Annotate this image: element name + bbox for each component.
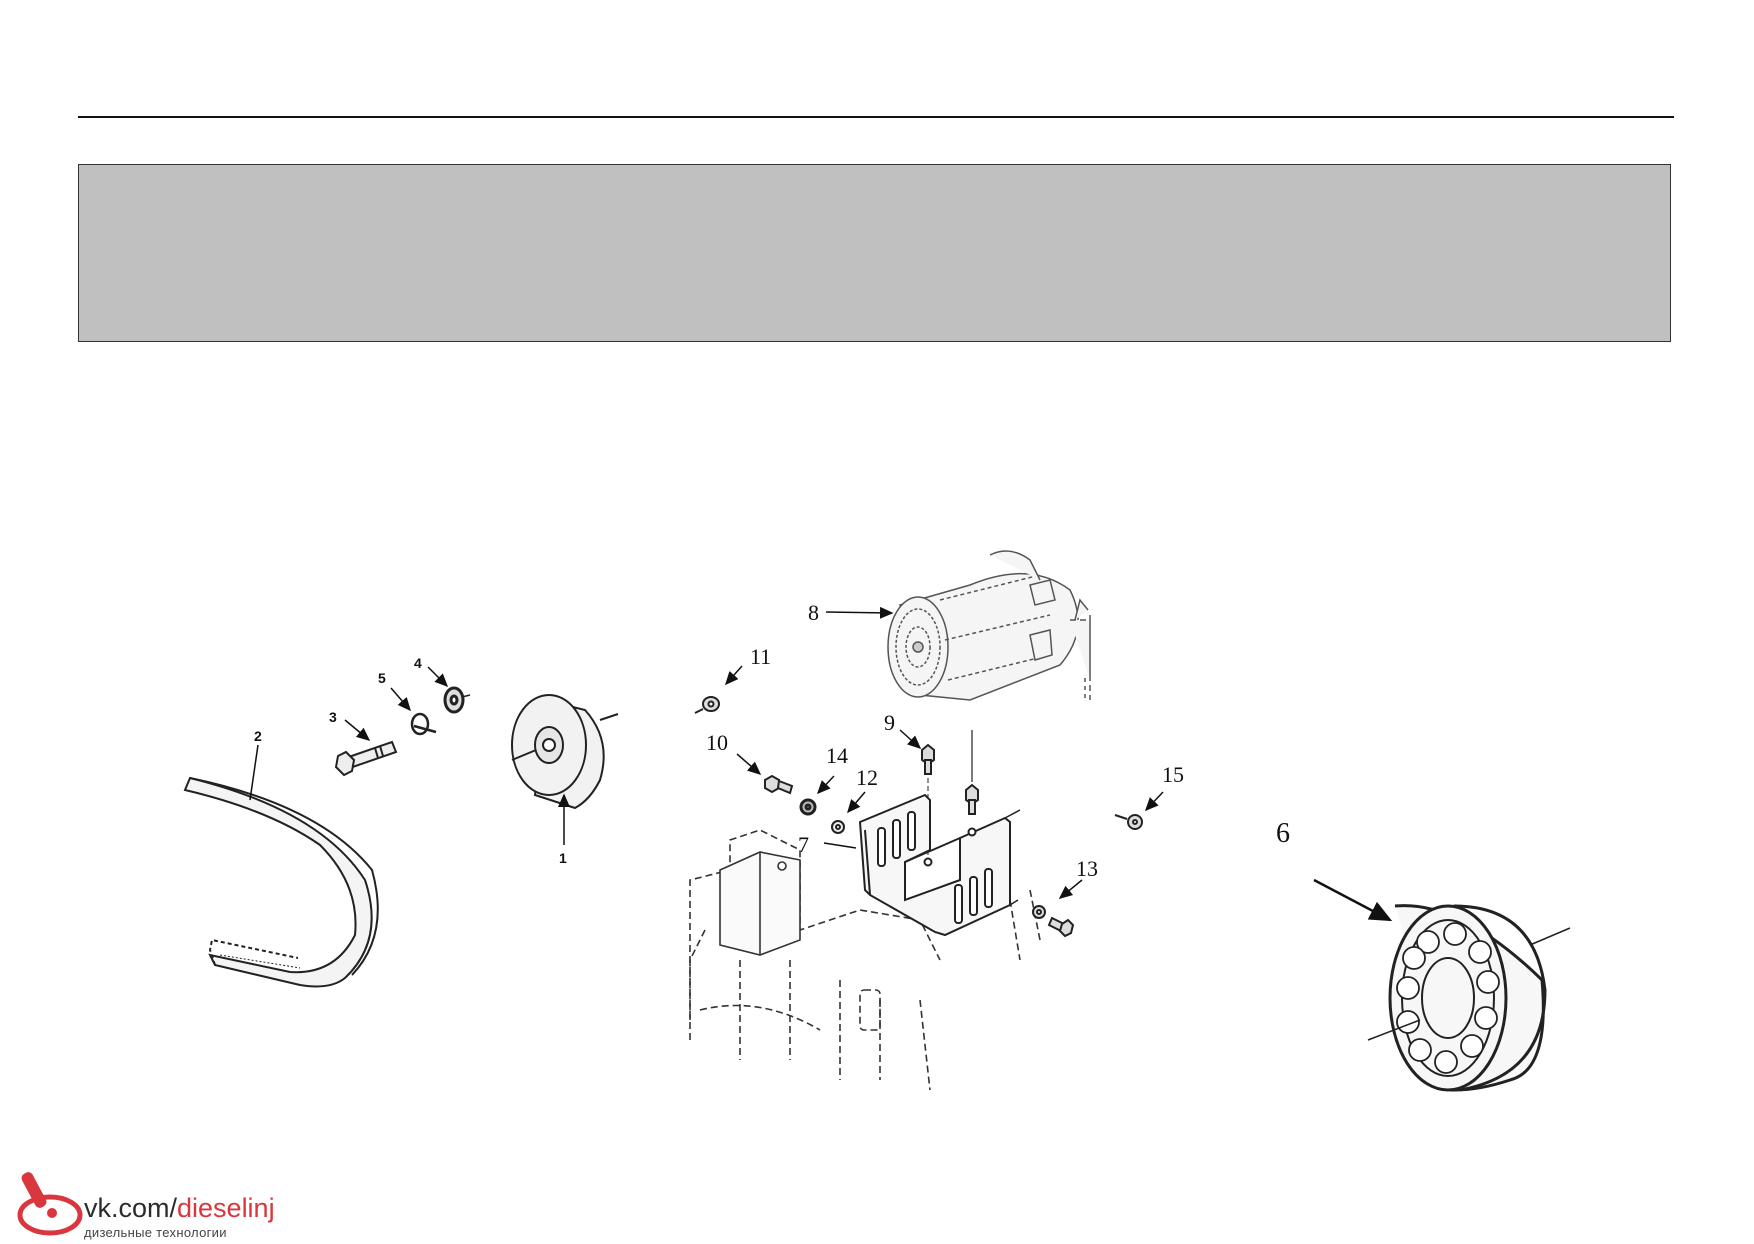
pulley-part bbox=[511, 694, 619, 810]
watermark-highlight: dieselinj bbox=[177, 1193, 275, 1223]
bracket-part bbox=[858, 793, 1021, 937]
callout-15: 15 bbox=[1162, 762, 1184, 787]
callout-5: 5 bbox=[378, 670, 386, 686]
watermark-url[interactable]: vk.com/dieselinj bbox=[84, 1193, 275, 1224]
callout-9: 9 bbox=[884, 710, 895, 735]
callout-3: 3 bbox=[329, 709, 337, 725]
nut-part bbox=[694, 696, 720, 714]
callout-2: 2 bbox=[254, 728, 262, 744]
nut-15-part bbox=[1114, 814, 1143, 830]
washer-part bbox=[443, 686, 471, 714]
header-banner bbox=[78, 164, 1671, 342]
callout-7: 7 bbox=[798, 832, 809, 857]
watermark-subtitle: дизельные технологии bbox=[84, 1225, 227, 1240]
bolt-10-part bbox=[764, 774, 794, 795]
lock-washer-part bbox=[410, 712, 437, 736]
callout-8: 8 bbox=[808, 600, 819, 625]
callout-14: 14 bbox=[826, 743, 848, 768]
callout-11: 11 bbox=[750, 644, 771, 669]
washer-14-part bbox=[799, 798, 817, 816]
compressor-part bbox=[887, 550, 1091, 702]
callout-6: 6 bbox=[1276, 818, 1290, 849]
header-rule bbox=[78, 116, 1674, 118]
callout-10: 10 bbox=[706, 730, 728, 755]
mount-block bbox=[719, 851, 801, 956]
washer-12-part bbox=[831, 820, 845, 834]
callout-1: 1 bbox=[559, 850, 567, 866]
bearing-part bbox=[1367, 904, 1571, 1092]
callout-13: 13 bbox=[1076, 856, 1098, 881]
injector-icon bbox=[16, 1165, 86, 1244]
bolt-13-part bbox=[1032, 905, 1075, 938]
callout-12: 12 bbox=[856, 765, 878, 790]
bolt-part bbox=[334, 740, 398, 777]
watermark-prefix: vk.com/ bbox=[84, 1193, 178, 1223]
belt-part bbox=[183, 776, 379, 988]
callout-4: 4 bbox=[414, 655, 422, 671]
